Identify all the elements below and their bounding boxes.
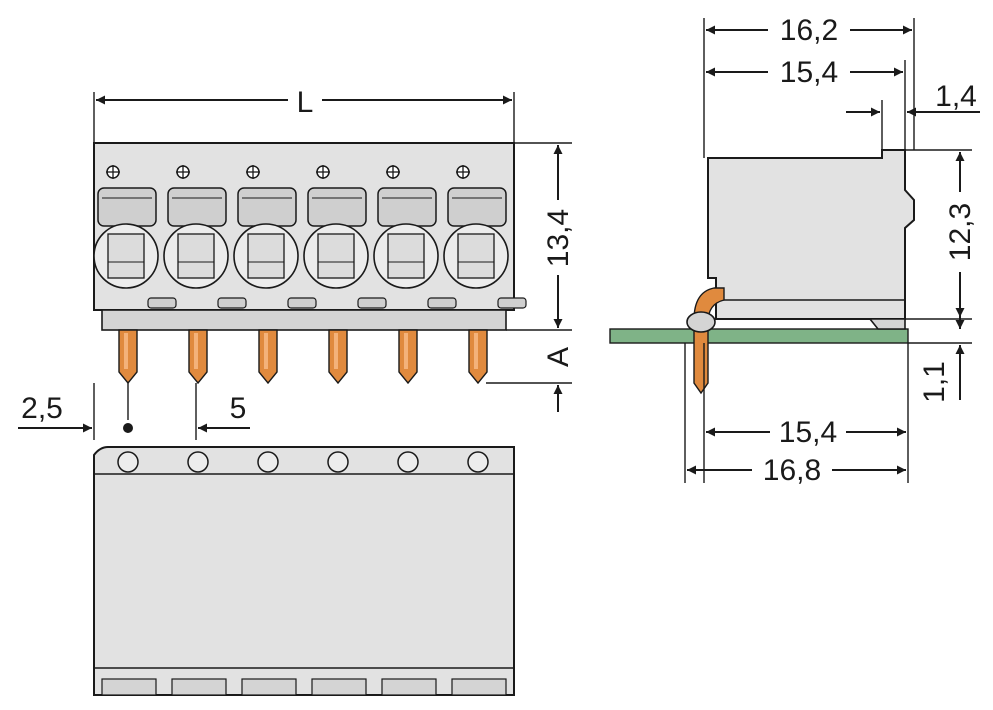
front-dimension-lines bbox=[18, 92, 572, 440]
bottom-pin-hole bbox=[397, 451, 419, 473]
side-view bbox=[609, 149, 915, 395]
bottom-pin-hole bbox=[187, 451, 209, 473]
push-button bbox=[447, 187, 507, 227]
bottom-foot bbox=[451, 678, 507, 696]
bottom-view bbox=[93, 446, 515, 696]
solder-pin-highlight bbox=[264, 333, 268, 369]
push-button bbox=[307, 187, 367, 227]
dim-pin-length: A bbox=[542, 347, 575, 367]
test-slot bbox=[427, 297, 457, 309]
dim-side-overall-bottom: 16,8 bbox=[763, 454, 821, 487]
dim-front-height: 13,4 bbox=[542, 209, 575, 267]
side-housing bbox=[707, 149, 915, 320]
wire-entry-window bbox=[457, 233, 495, 279]
solder-pin-highlight bbox=[334, 333, 338, 369]
dim-pcb-thickness: 1,1 bbox=[918, 361, 951, 403]
push-button bbox=[167, 187, 227, 227]
bottom-pin-hole bbox=[257, 451, 279, 473]
bottom-foot bbox=[311, 678, 367, 696]
dim-side-body-bottom: 15,4 bbox=[779, 416, 837, 449]
bottom-housing bbox=[93, 446, 515, 696]
bottom-pin-hole bbox=[117, 451, 139, 473]
wire-entry-window bbox=[317, 233, 355, 279]
wire-entry-window bbox=[177, 233, 215, 279]
dim-side-lip: 1,4 bbox=[935, 80, 977, 113]
front-housing bbox=[93, 142, 515, 311]
dim-front-width: L bbox=[297, 86, 314, 119]
dim-side-body-top: 15,4 bbox=[780, 56, 838, 89]
bottom-pin-hole bbox=[327, 451, 349, 473]
dim-first-pin-offset: 2,5 bbox=[21, 392, 63, 425]
bottom-pin-hole bbox=[467, 451, 489, 473]
dim-pitch: 5 bbox=[230, 392, 247, 425]
test-slot bbox=[217, 297, 247, 309]
solder-pin-highlight bbox=[124, 333, 128, 369]
push-button bbox=[377, 187, 437, 227]
solder-pin-highlight bbox=[194, 333, 198, 369]
test-slot bbox=[357, 297, 387, 309]
side-dimension-lines bbox=[684, 18, 980, 483]
test-slot bbox=[147, 297, 177, 309]
front-view bbox=[93, 142, 527, 385]
bottom-foot bbox=[381, 678, 437, 696]
solder-pin-highlight bbox=[474, 333, 478, 369]
solder-pin-highlight bbox=[404, 333, 408, 369]
bottom-foot bbox=[241, 678, 297, 696]
test-slot bbox=[497, 297, 527, 309]
bottom-poles bbox=[101, 451, 507, 696]
push-button bbox=[97, 187, 157, 227]
dim-side-overall-top: 16,2 bbox=[780, 14, 838, 47]
dim-side-height: 12,3 bbox=[944, 203, 977, 261]
bottom-foot bbox=[101, 678, 157, 696]
front-poles bbox=[93, 165, 527, 385]
test-slot bbox=[287, 297, 317, 309]
front-base-rail bbox=[101, 309, 507, 331]
side-foot bbox=[868, 318, 906, 330]
wire-entry-window bbox=[107, 233, 145, 279]
pcb-board bbox=[609, 328, 909, 344]
side-pin-collar bbox=[686, 311, 716, 333]
push-button bbox=[237, 187, 297, 227]
wire-entry-window bbox=[387, 233, 425, 279]
wire-entry-window bbox=[247, 233, 285, 279]
bottom-foot bbox=[171, 678, 227, 696]
